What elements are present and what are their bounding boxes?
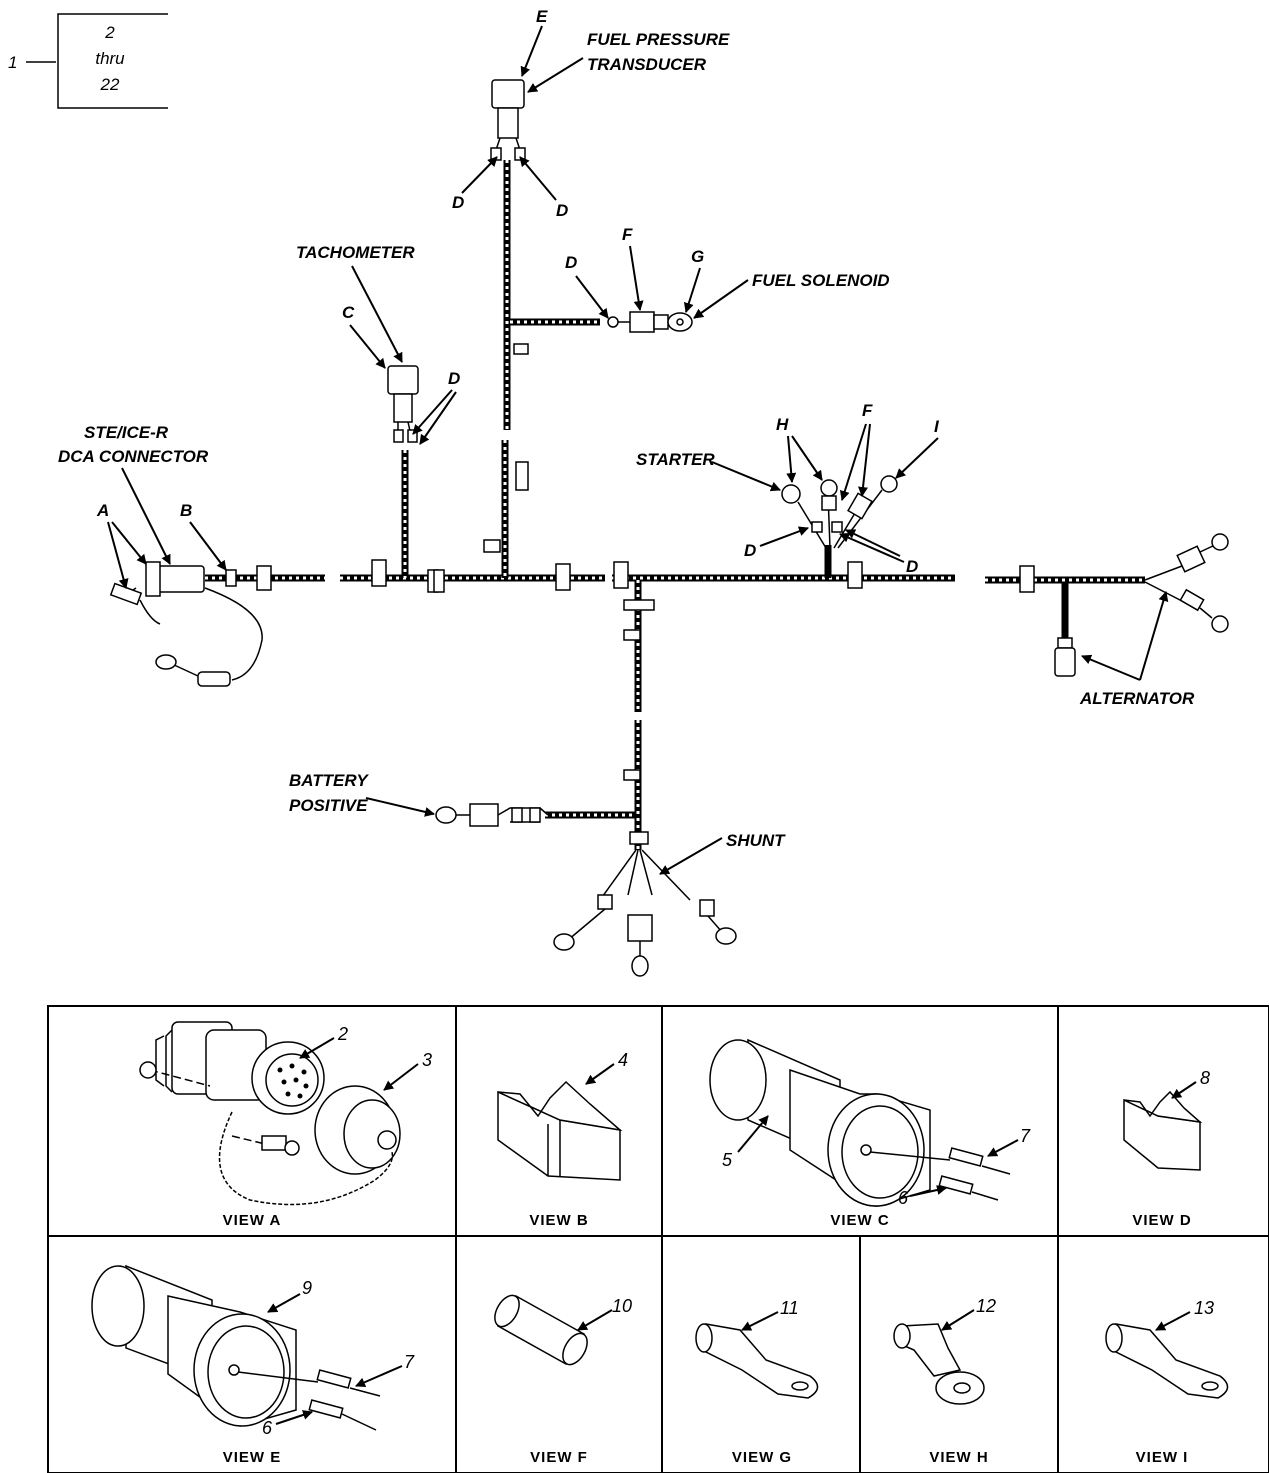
starter-parts — [781, 475, 898, 549]
view-a-panel: 2 3 VIEW A — [139, 1021, 432, 1229]
letter-d-5: D — [744, 541, 756, 560]
view-e-caption: VIEW E — [223, 1449, 282, 1466]
letter-d-3: D — [448, 369, 460, 388]
item-6-c: 6 — [898, 1188, 909, 1208]
callout-range-mid: thru — [95, 49, 125, 68]
harness-clamps — [225, 343, 1035, 845]
label-ste-1: STE/ICE-R — [84, 423, 169, 442]
view-d-panel: 8 VIEW D — [1123, 1068, 1210, 1229]
label-fuel-pressure-1: FUEL PRESSURE — [587, 30, 730, 49]
label-fuel-pressure-2: TRANSDUCER — [587, 55, 707, 74]
detail-views-grid — [47, 1005, 1269, 1473]
label-battery-1: BATTERY — [289, 771, 369, 790]
view-c-caption: VIEW C — [830, 1212, 889, 1229]
view-g-panel: 11 VIEW G — [695, 1298, 819, 1466]
item-3: 3 — [422, 1050, 432, 1070]
battery-positive-parts — [435, 803, 549, 827]
label-fuel-solenoid: FUEL SOLENOID — [752, 271, 890, 290]
letter-d-6: D — [906, 557, 918, 576]
label-battery-2: POSITIVE — [289, 796, 368, 815]
letter-a: A — [96, 501, 109, 520]
alternator-parts — [1054, 533, 1229, 677]
callout-range-top: 2 — [104, 23, 115, 42]
letter-d-2: D — [556, 201, 568, 220]
label-ste-2: DCA CONNECTOR — [58, 447, 209, 466]
callout-range-bottom: 22 — [100, 75, 120, 94]
view-b-caption: VIEW B — [529, 1212, 588, 1229]
letter-f-1: F — [622, 225, 633, 244]
letter-g: G — [691, 247, 704, 266]
view-f-panel: 10 VIEW F — [494, 1294, 632, 1466]
label-alternator: ALTERNATOR — [1079, 689, 1195, 708]
harness-wires — [205, 160, 1145, 850]
view-i-caption: VIEW I — [1136, 1449, 1189, 1466]
letter-f-2: F — [862, 401, 873, 420]
item-2: 2 — [337, 1024, 348, 1044]
tachometer-parts — [387, 365, 419, 443]
item-8: 8 — [1200, 1068, 1210, 1088]
item-7-e: 7 — [404, 1352, 415, 1372]
view-i-panel: 13 VIEW I — [1105, 1298, 1229, 1466]
item-4: 4 — [618, 1050, 628, 1070]
view-e-panel: 9 7 6 VIEW E — [91, 1264, 415, 1466]
item-10: 10 — [612, 1296, 632, 1316]
letter-d-1: D — [452, 193, 464, 212]
letter-c: C — [342, 303, 355, 322]
fuel-solenoid-parts — [607, 311, 693, 333]
view-b-panel: 4 VIEW B — [497, 1050, 628, 1229]
item-6-e: 6 — [262, 1418, 273, 1438]
view-g-caption: VIEW G — [732, 1449, 792, 1466]
view-a-caption: VIEW A — [223, 1212, 282, 1229]
ste-connector-parts — [109, 561, 263, 687]
shunt-parts — [553, 849, 737, 977]
view-f-caption: VIEW F — [530, 1449, 588, 1466]
letter-d-4: D — [565, 253, 577, 272]
label-tachometer: TACHOMETER — [296, 243, 415, 262]
letter-h: H — [776, 415, 789, 434]
letter-b: B — [180, 501, 192, 520]
view-h-panel: 12 VIEW H — [893, 1296, 996, 1466]
item-11: 11 — [780, 1298, 799, 1318]
item-9: 9 — [302, 1278, 312, 1298]
item-7-c: 7 — [1020, 1126, 1031, 1146]
label-starter: STARTER — [636, 450, 715, 469]
fuel-pressure-transducer — [490, 79, 526, 161]
callout-bracket: 1 2 thru 22 — [8, 13, 168, 109]
item-5: 5 — [722, 1150, 733, 1170]
letter-i: I — [934, 417, 940, 436]
harness-labels: FUEL PRESSURE TRANSDUCER TACHOMETER FUEL… — [58, 7, 1195, 850]
view-h-caption: VIEW H — [929, 1449, 988, 1466]
callout-index: 1 — [8, 53, 17, 72]
view-c-panel: 7 6 5 VIEW C — [709, 1038, 1031, 1229]
letter-e: E — [536, 7, 548, 26]
label-shunt: SHUNT — [726, 831, 786, 850]
leader-arrows — [107, 25, 1169, 875]
item-13: 13 — [1194, 1298, 1214, 1318]
item-12: 12 — [976, 1296, 996, 1316]
view-d-caption: VIEW D — [1132, 1212, 1191, 1229]
